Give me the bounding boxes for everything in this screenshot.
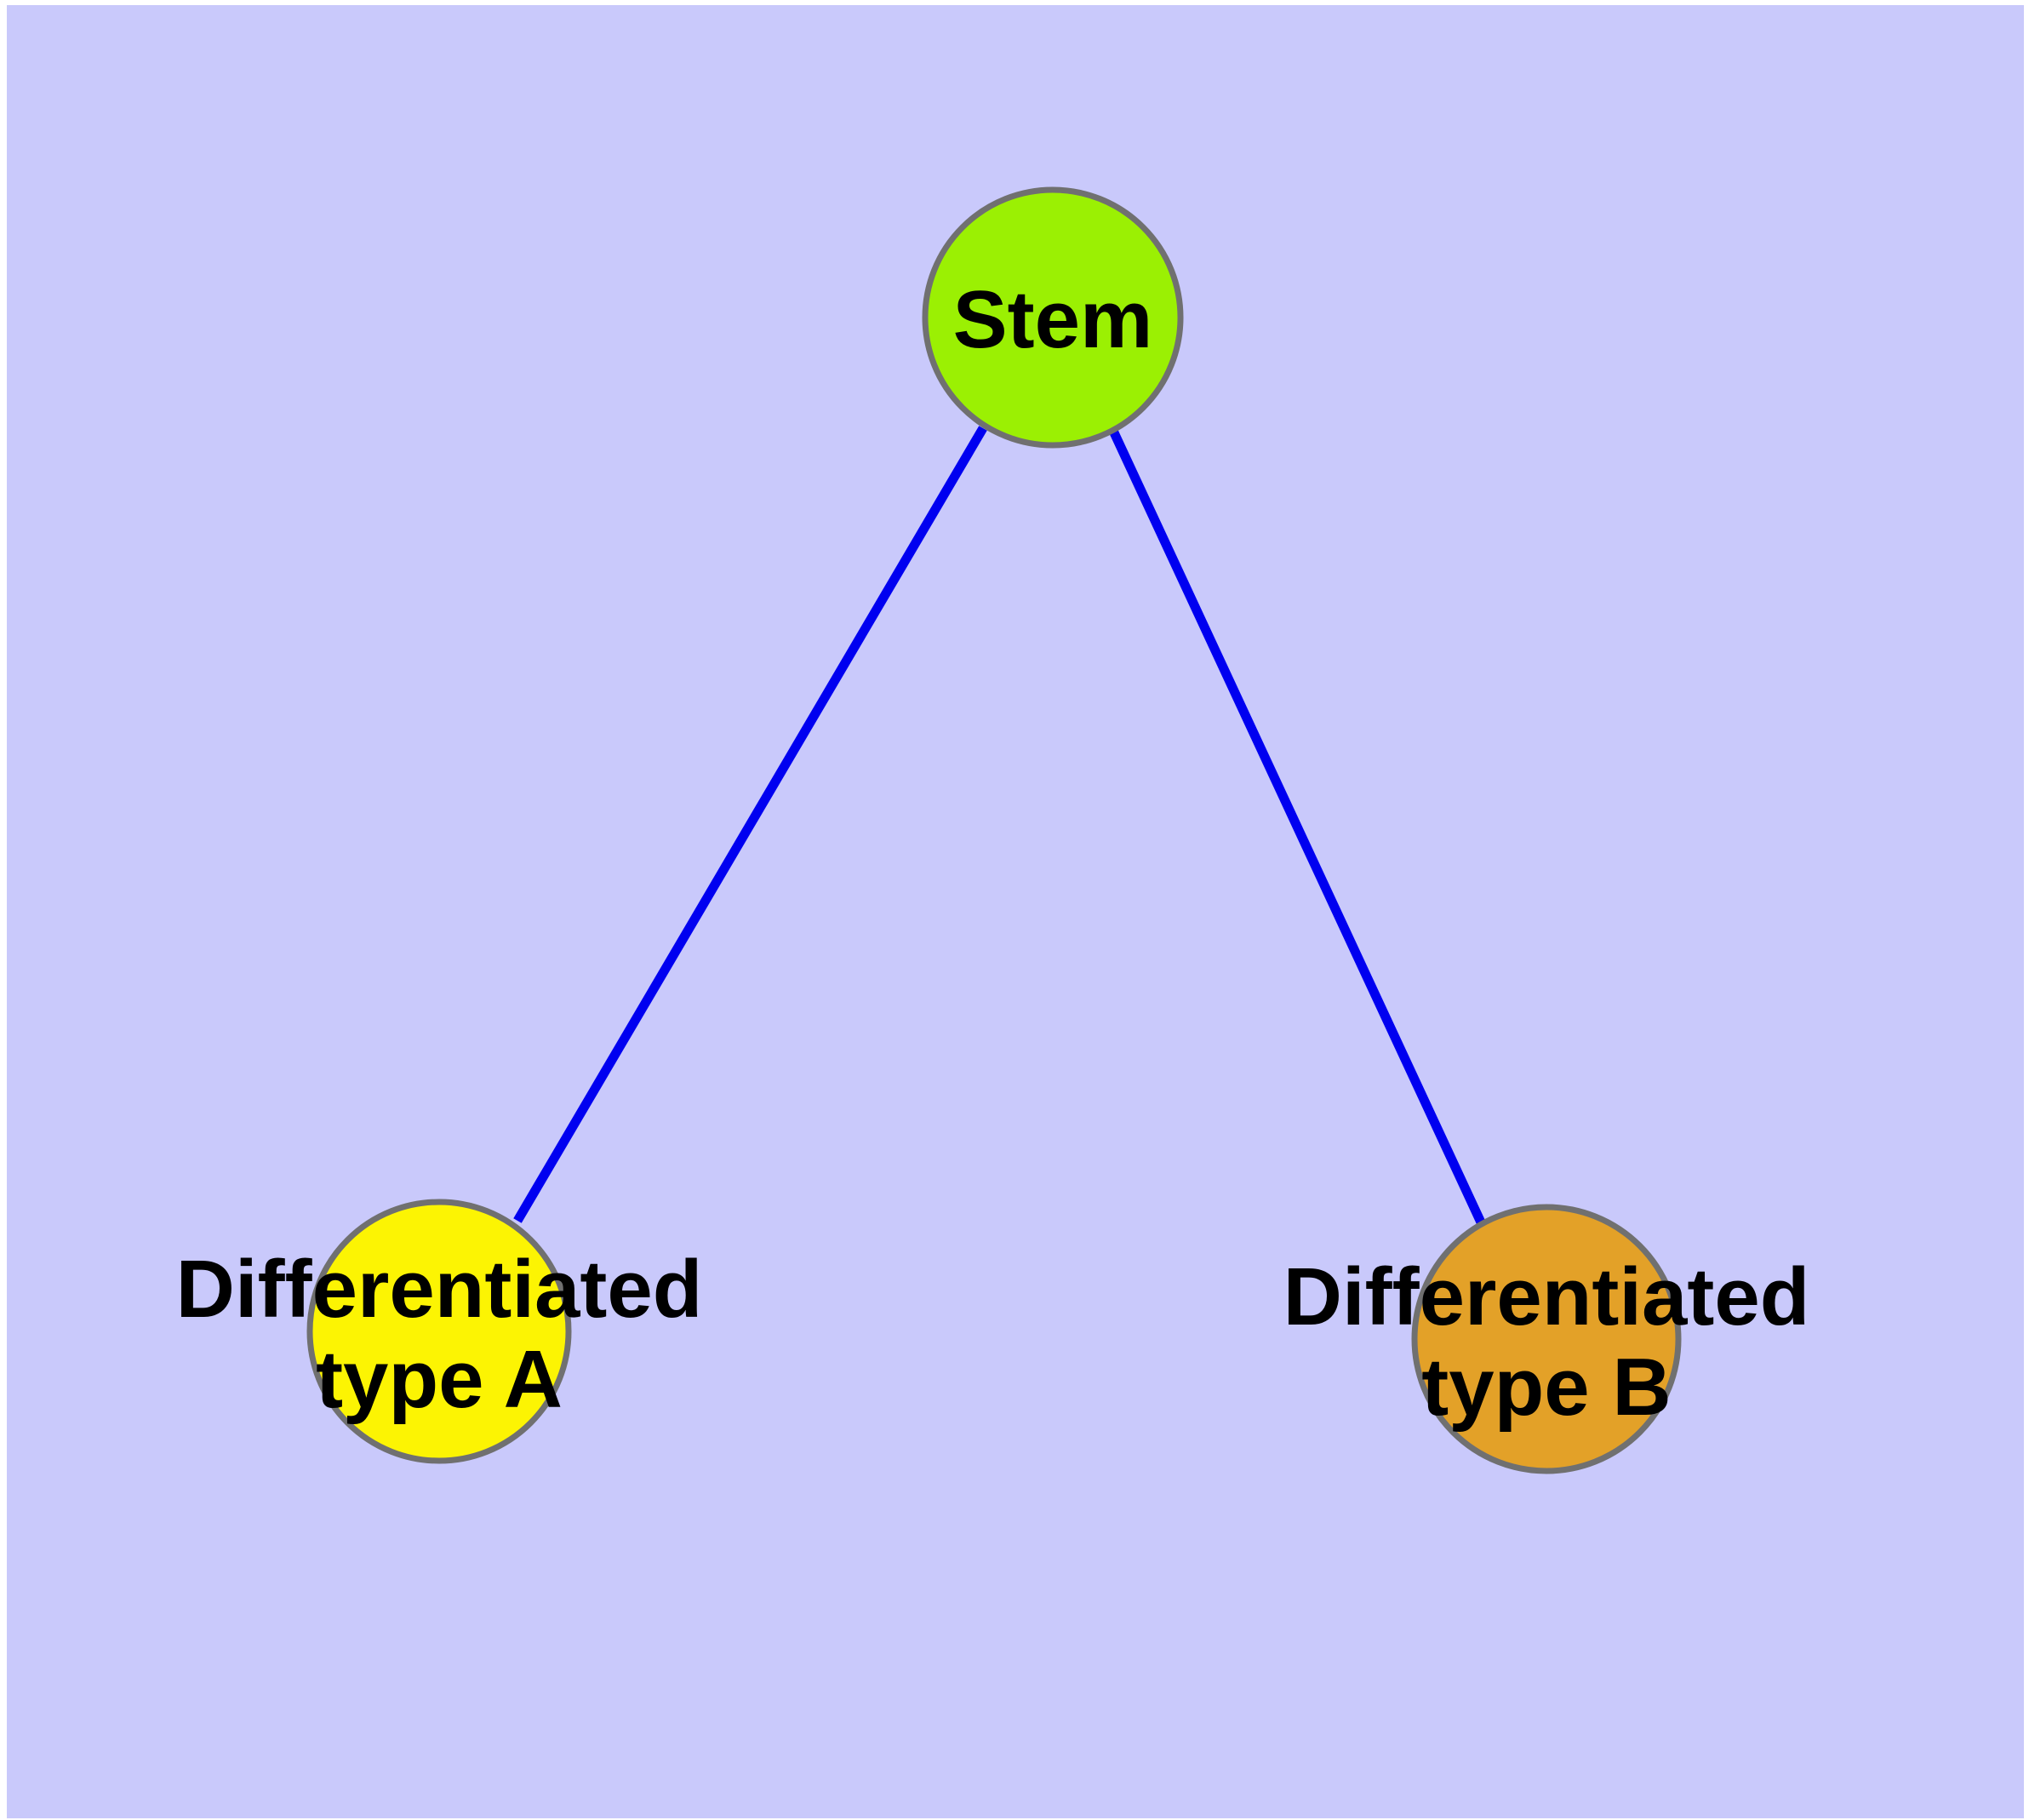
node-differentiated-type-b-label-line-2: type B (1421, 1342, 1671, 1433)
edges-layer (513, 426, 1486, 1227)
labels-layer: Stem Differentiated type A Differentiate… (176, 274, 1810, 1433)
node-differentiated-type-a-label-line-2: type A (316, 1334, 563, 1425)
nodes-layer (306, 186, 1682, 1474)
node-stem-label: Stem (953, 274, 1153, 365)
node-differentiated-type-a-circle[interactable] (306, 1199, 572, 1464)
edge-stem-to-diff-b[interactable] (1109, 428, 1486, 1227)
node-differentiated-type-b-label-line-1: Differentiated (1283, 1251, 1810, 1342)
node-differentiated-type-b-circle[interactable] (1411, 1204, 1682, 1474)
node-differentiated-type-a-label-line-1: Differentiated (176, 1244, 703, 1335)
edge-stem-to-diff-a[interactable] (513, 426, 987, 1223)
node-stem-circle[interactable] (922, 186, 1184, 449)
